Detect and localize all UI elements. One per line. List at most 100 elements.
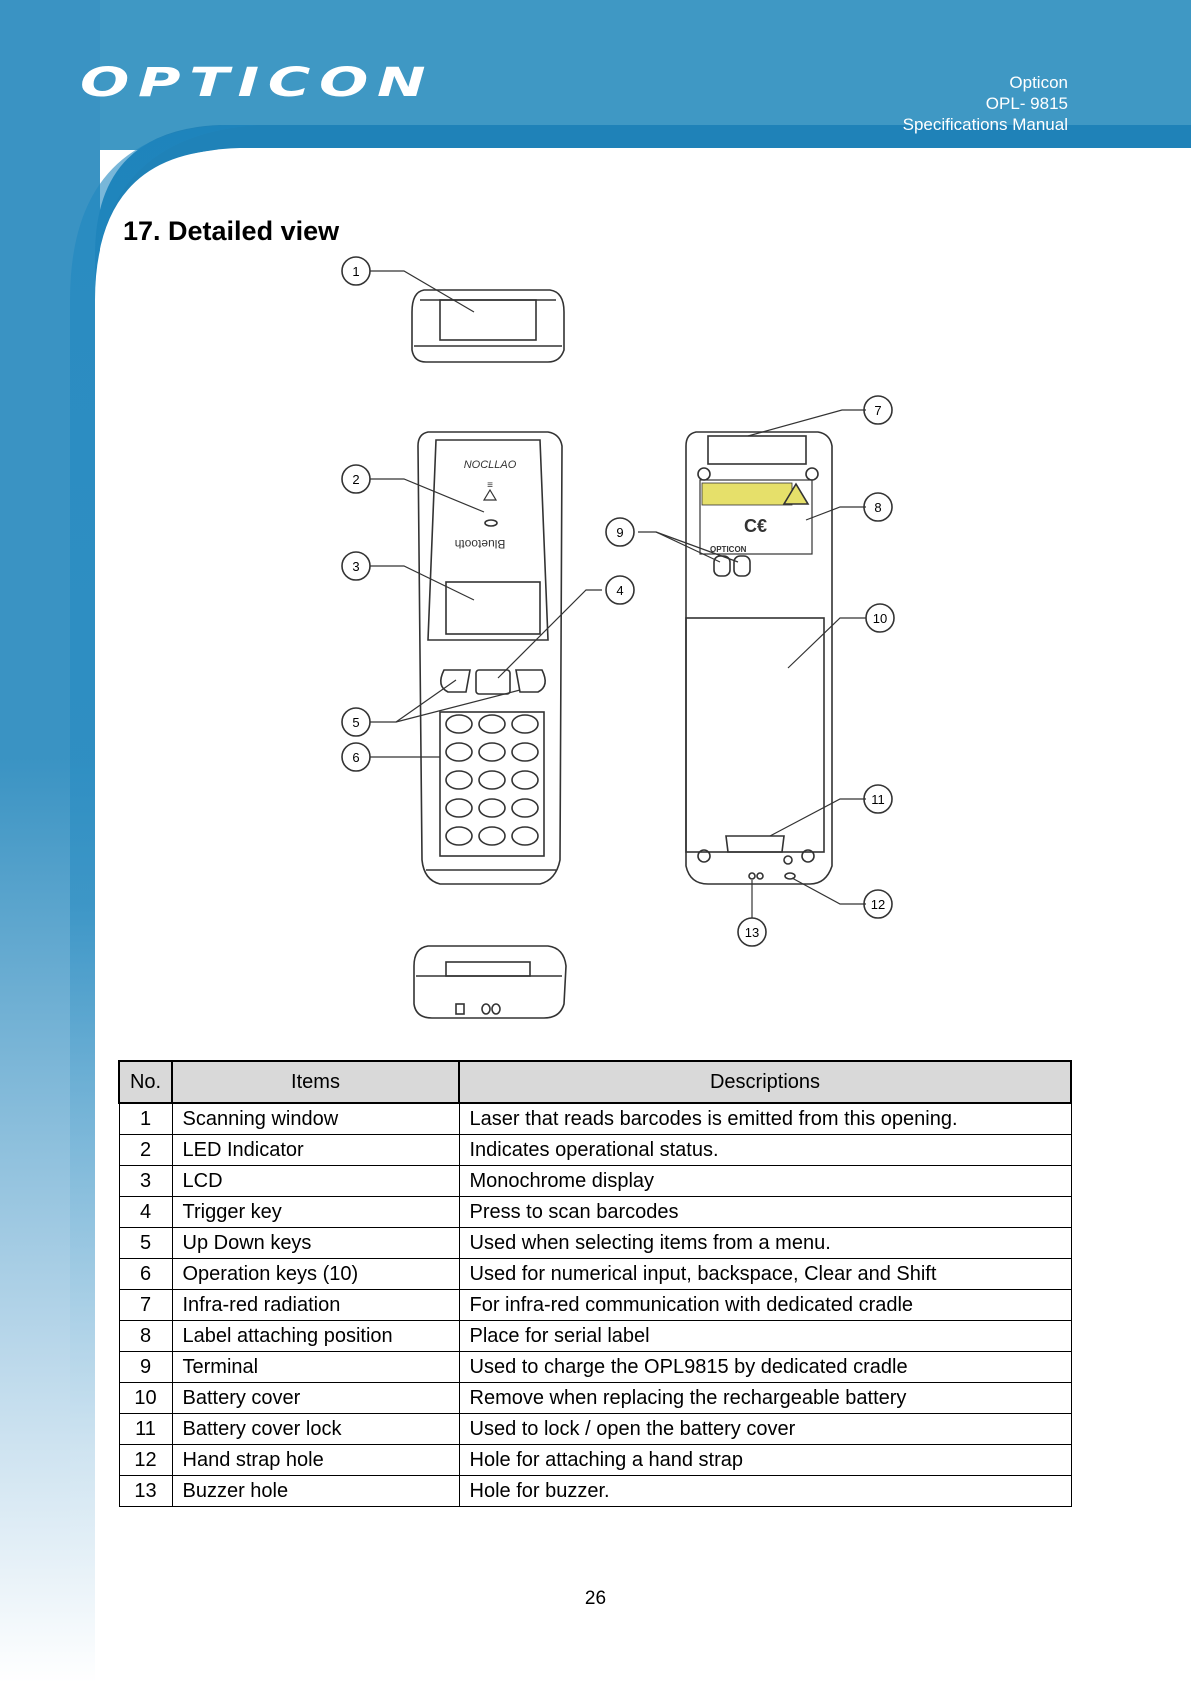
callout-5: 5 [341, 707, 371, 737]
row-item: Battery cover [171, 1381, 460, 1414]
bottom-view [413, 945, 567, 1019]
callout-4: 4 [605, 575, 635, 605]
row-item: Trigger key [171, 1195, 460, 1228]
svg-text:6: 6 [352, 750, 359, 765]
svg-text:3: 3 [352, 559, 359, 574]
label-brand: OPTICON [710, 545, 747, 554]
top-view [411, 289, 565, 363]
row-no: 3 [118, 1164, 173, 1197]
row-description: Press to scan barcodes [458, 1195, 1072, 1228]
meta-doc-type: Specifications Manual [902, 115, 1068, 134]
svg-text:12: 12 [871, 897, 885, 912]
row-description: Used for numerical input, backspace, Cle… [458, 1257, 1072, 1290]
row-description: Indicates operational status. [458, 1133, 1072, 1166]
svg-text:9: 9 [616, 525, 623, 540]
row-no: 13 [118, 1474, 173, 1507]
row-description: Used when selecting items from a menu. [458, 1226, 1072, 1259]
callout-leaders [370, 270, 866, 918]
row-item: Buzzer hole [171, 1474, 460, 1507]
row-no: 4 [118, 1195, 173, 1228]
callout-8: 8 [863, 492, 893, 522]
row-item: Infra-red radiation [171, 1288, 460, 1321]
keypad-keys [445, 714, 539, 846]
svg-text:1: 1 [352, 264, 359, 279]
row-no: 8 [118, 1319, 173, 1352]
svg-text:4: 4 [616, 583, 623, 598]
row-description: Hole for buzzer. [458, 1474, 1072, 1507]
row-item: Operation keys (10) [171, 1257, 460, 1290]
row-no: 11 [118, 1412, 173, 1445]
row-item: Label attaching position [171, 1319, 460, 1352]
header-descriptions: Descriptions [458, 1060, 1072, 1104]
svg-text:7: 7 [874, 403, 881, 418]
callout-3: 3 [341, 551, 371, 581]
row-description: Laser that reads barcodes is emitted fro… [458, 1102, 1072, 1135]
row-description: Place for serial label [458, 1319, 1072, 1352]
svg-text:10: 10 [873, 611, 887, 626]
opticon-logo: OPTICON [80, 60, 435, 106]
section-title: 17. Detailed view [123, 216, 340, 246]
svg-text:2: 2 [352, 472, 359, 487]
row-item: Up Down keys [171, 1226, 460, 1259]
callout-11: 11 [863, 784, 893, 814]
row-item: Battery cover lock [171, 1412, 460, 1445]
svg-text:11: 11 [871, 792, 885, 807]
callout-2: 2 [341, 464, 371, 494]
callout-13: 13 [737, 917, 767, 947]
row-no: 9 [118, 1350, 173, 1383]
callout-1: 1 [341, 256, 371, 286]
callout-markers: 1 2 3 4 5 6 7 8 9 10 11 12 13 [341, 256, 895, 947]
svg-text:≡: ≡ [487, 480, 493, 491]
down-key-outline [515, 669, 546, 693]
row-no: 2 [118, 1133, 173, 1166]
device-diagram: NOCLLAO ≡ Bluetooth [341, 256, 895, 1019]
callout-6: 6 [341, 742, 371, 772]
page-number: 26 [584, 1588, 607, 1609]
row-item: LED Indicator [171, 1133, 460, 1166]
callout-7: 7 [863, 395, 893, 425]
meta-company: Opticon [1009, 73, 1068, 92]
meta-model: OPL- 9815 [985, 94, 1068, 113]
header-items: Items [171, 1060, 460, 1104]
svg-text:13: 13 [745, 925, 759, 940]
row-description: Used to lock / open the battery cover [458, 1412, 1072, 1445]
back-view: C€ OPTICON [685, 431, 833, 885]
row-item: Scanning window [171, 1102, 460, 1135]
row-no: 12 [118, 1443, 173, 1476]
row-item: LCD [171, 1164, 460, 1197]
svg-text:8: 8 [874, 500, 881, 515]
up-key-outline [440, 669, 471, 693]
row-description: Monochrome display [458, 1164, 1072, 1197]
row-description: Hole for attaching a hand strap [458, 1443, 1072, 1476]
row-no: 6 [118, 1257, 173, 1290]
row-item: Hand strap hole [171, 1443, 460, 1476]
row-description: Used to charge the OPL9815 by dedicated … [458, 1350, 1072, 1383]
svg-text:C€: C€ [744, 516, 767, 536]
front-view: NOCLLAO ≡ Bluetooth [417, 431, 563, 885]
row-description: Remove when replacing the rechargeable b… [458, 1381, 1072, 1414]
trigger-key-outline [475, 669, 511, 695]
device-front-brand: NOCLLAO [464, 459, 517, 471]
row-description: For infra-red communication with dedicat… [458, 1288, 1072, 1321]
document-meta: Opticon OPL- 9815 Specifications Manual [903, 72, 1068, 135]
callout-9: 9 [605, 517, 635, 547]
row-no: 10 [118, 1381, 173, 1414]
svg-text:5: 5 [352, 715, 359, 730]
row-no: 5 [118, 1226, 173, 1259]
table-header-row: No. Items Descriptions [118, 1060, 1072, 1104]
header-no: No. [118, 1060, 173, 1104]
row-no: 7 [118, 1288, 173, 1321]
